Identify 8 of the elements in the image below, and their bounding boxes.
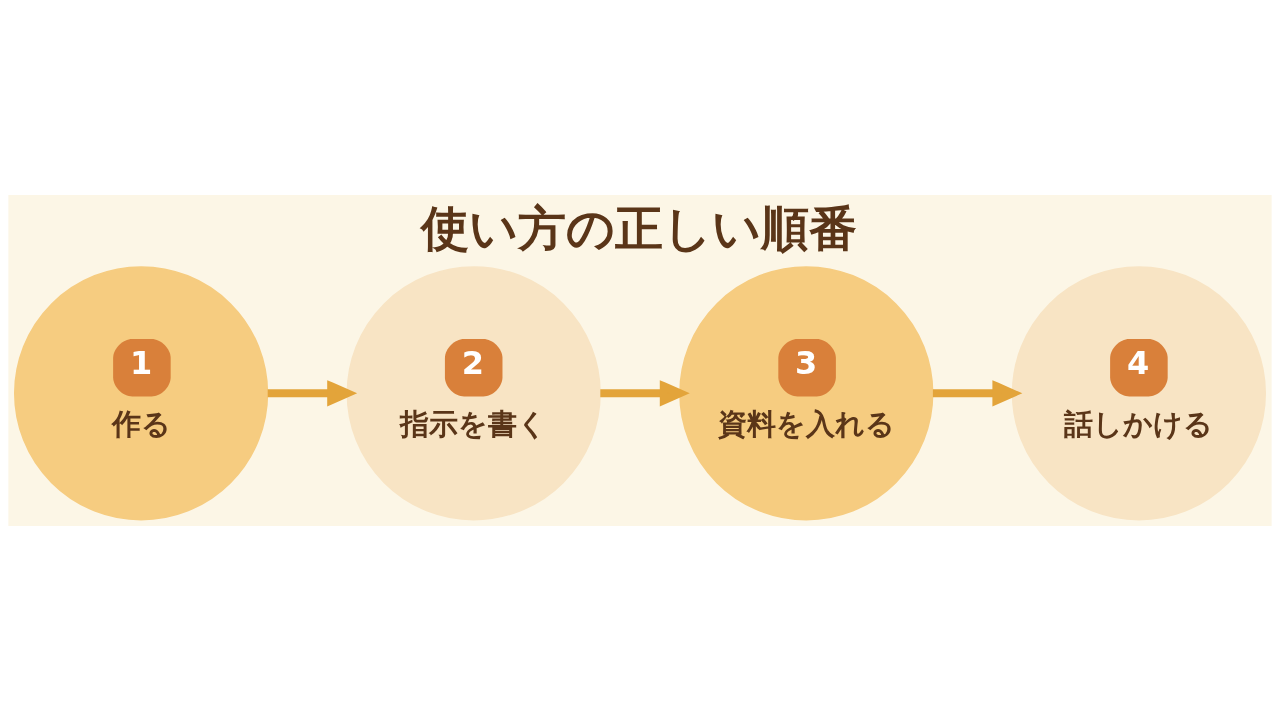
arrow <box>267 379 358 406</box>
node-circle: 3 資料を入れる <box>679 265 934 520</box>
node-circle: 4 話しかける <box>1011 265 1266 520</box>
arrow <box>932 379 1023 406</box>
arrow <box>600 379 690 406</box>
diagram-title: 使い方の正しい順番 <box>420 199 857 256</box>
node-circle: 2 指示を書く <box>346 265 601 520</box>
node-circle: 1 作る <box>13 265 269 520</box>
